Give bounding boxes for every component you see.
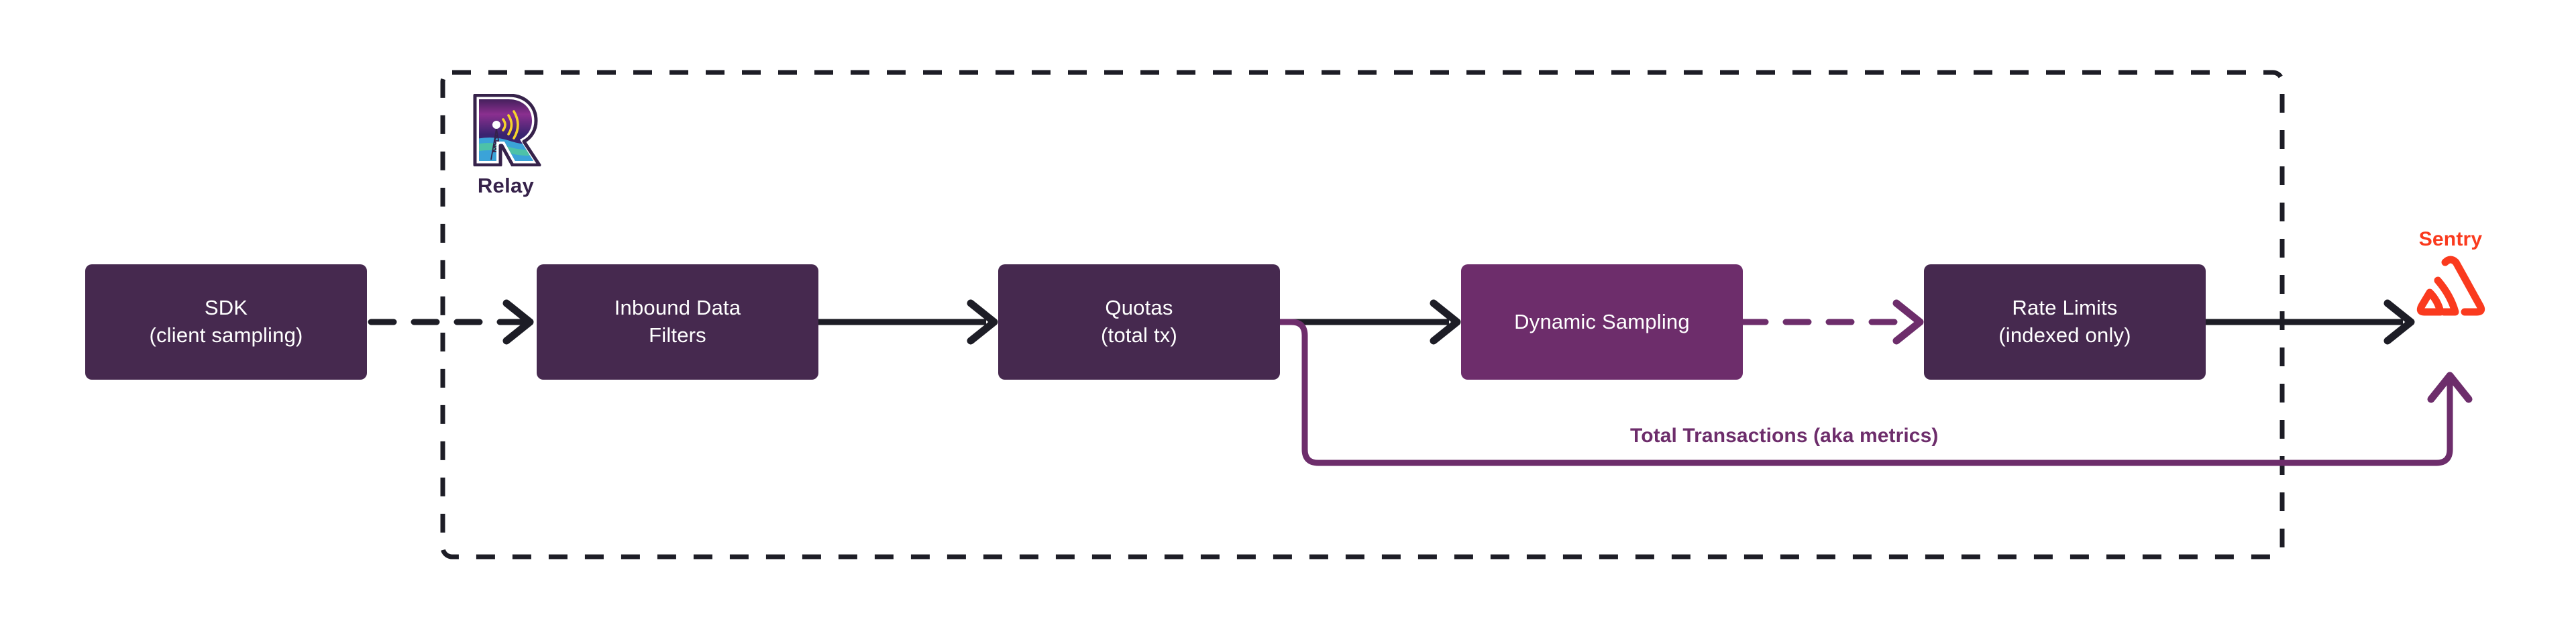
edge-quotas-to-sentry-metrics xyxy=(1277,319,2473,466)
sentry-logo-icon xyxy=(2414,254,2487,324)
sentry-group: Sentry xyxy=(2414,228,2487,324)
relay-label: Relay xyxy=(477,174,535,197)
node-sdk[interactable]: SDK (client sampling) xyxy=(85,264,367,380)
edge-dynamic-sampling-to-rate-limits xyxy=(1739,299,1924,345)
edge-filters-to-quotas xyxy=(818,299,998,345)
sentry-label: Sentry xyxy=(2418,228,2483,250)
relay-group: Relay xyxy=(470,93,542,198)
node-rate-limits[interactable]: Rate Limits (indexed only) xyxy=(1924,264,2206,380)
node-sdk-line1: SDK xyxy=(204,296,248,320)
edge-sdk-to-filters xyxy=(368,299,534,345)
edge-quotas-to-dynamic-sampling xyxy=(1280,299,1461,345)
node-rate-limits-line1: Rate Limits xyxy=(2012,296,2118,320)
relay-boundary xyxy=(440,70,2285,559)
node-inbound-data-filters[interactable]: Inbound Data Filters xyxy=(537,264,818,380)
relay-logo-icon xyxy=(470,93,542,170)
node-rate-limits-line2: (indexed only) xyxy=(1998,323,2131,347)
node-inbound-data-filters-line1: Inbound Data xyxy=(614,296,741,320)
metrics-edge-label: Total Transactions (aka metrics) xyxy=(1630,425,1939,447)
node-quotas[interactable]: Quotas (total tx) xyxy=(998,264,1280,380)
edge-rate-limits-to-sentry xyxy=(2206,299,2415,345)
node-quotas-line1: Quotas xyxy=(1105,296,1173,320)
node-dynamic-sampling[interactable]: Dynamic Sampling xyxy=(1461,264,1743,380)
node-quotas-line2: (total tx) xyxy=(1101,323,1177,347)
node-sdk-line2: (client sampling) xyxy=(149,323,303,347)
node-dynamic-sampling-line1: Dynamic Sampling xyxy=(1514,309,1690,333)
node-inbound-data-filters-line2: Filters xyxy=(649,323,706,347)
